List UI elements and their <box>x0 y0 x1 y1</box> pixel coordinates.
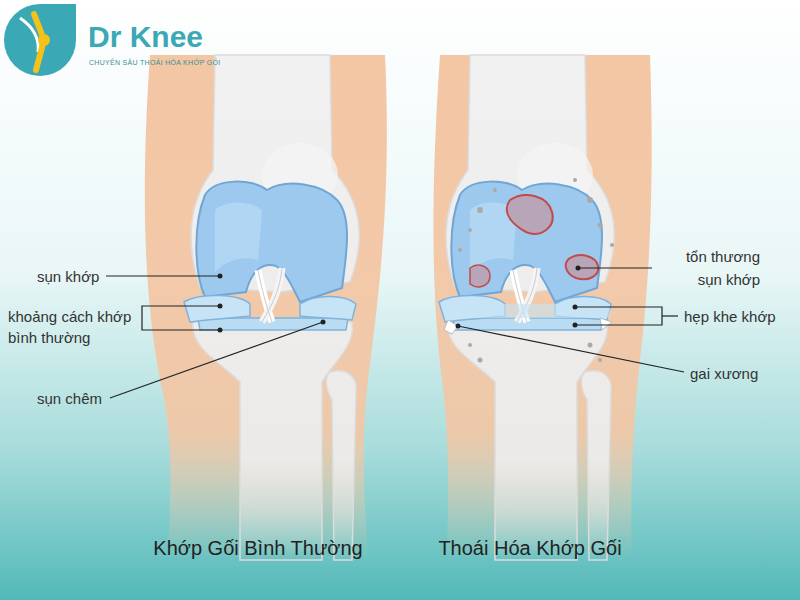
caption-left: Khớp Gối Bình Thường <box>108 535 408 561</box>
logo-name: Dr Knee <box>88 20 203 54</box>
part-label: tổn thương sụn khớp <box>665 245 760 291</box>
part-label: gai xương <box>690 363 758 384</box>
logo-icon <box>4 4 76 76</box>
part-label: sụn khớp <box>37 266 99 287</box>
caption-right: Thoái Hóa Khớp Gối <box>380 535 680 561</box>
part-label: sụn chêm <box>37 388 102 409</box>
part-label: khoảng cách khớp bình thường <box>8 306 138 348</box>
part-label: hẹp khe khớp <box>684 306 776 327</box>
logo-tagline: CHUYÊN SÂU THOÁI HÓA KHỚP GỐI <box>89 58 221 67</box>
